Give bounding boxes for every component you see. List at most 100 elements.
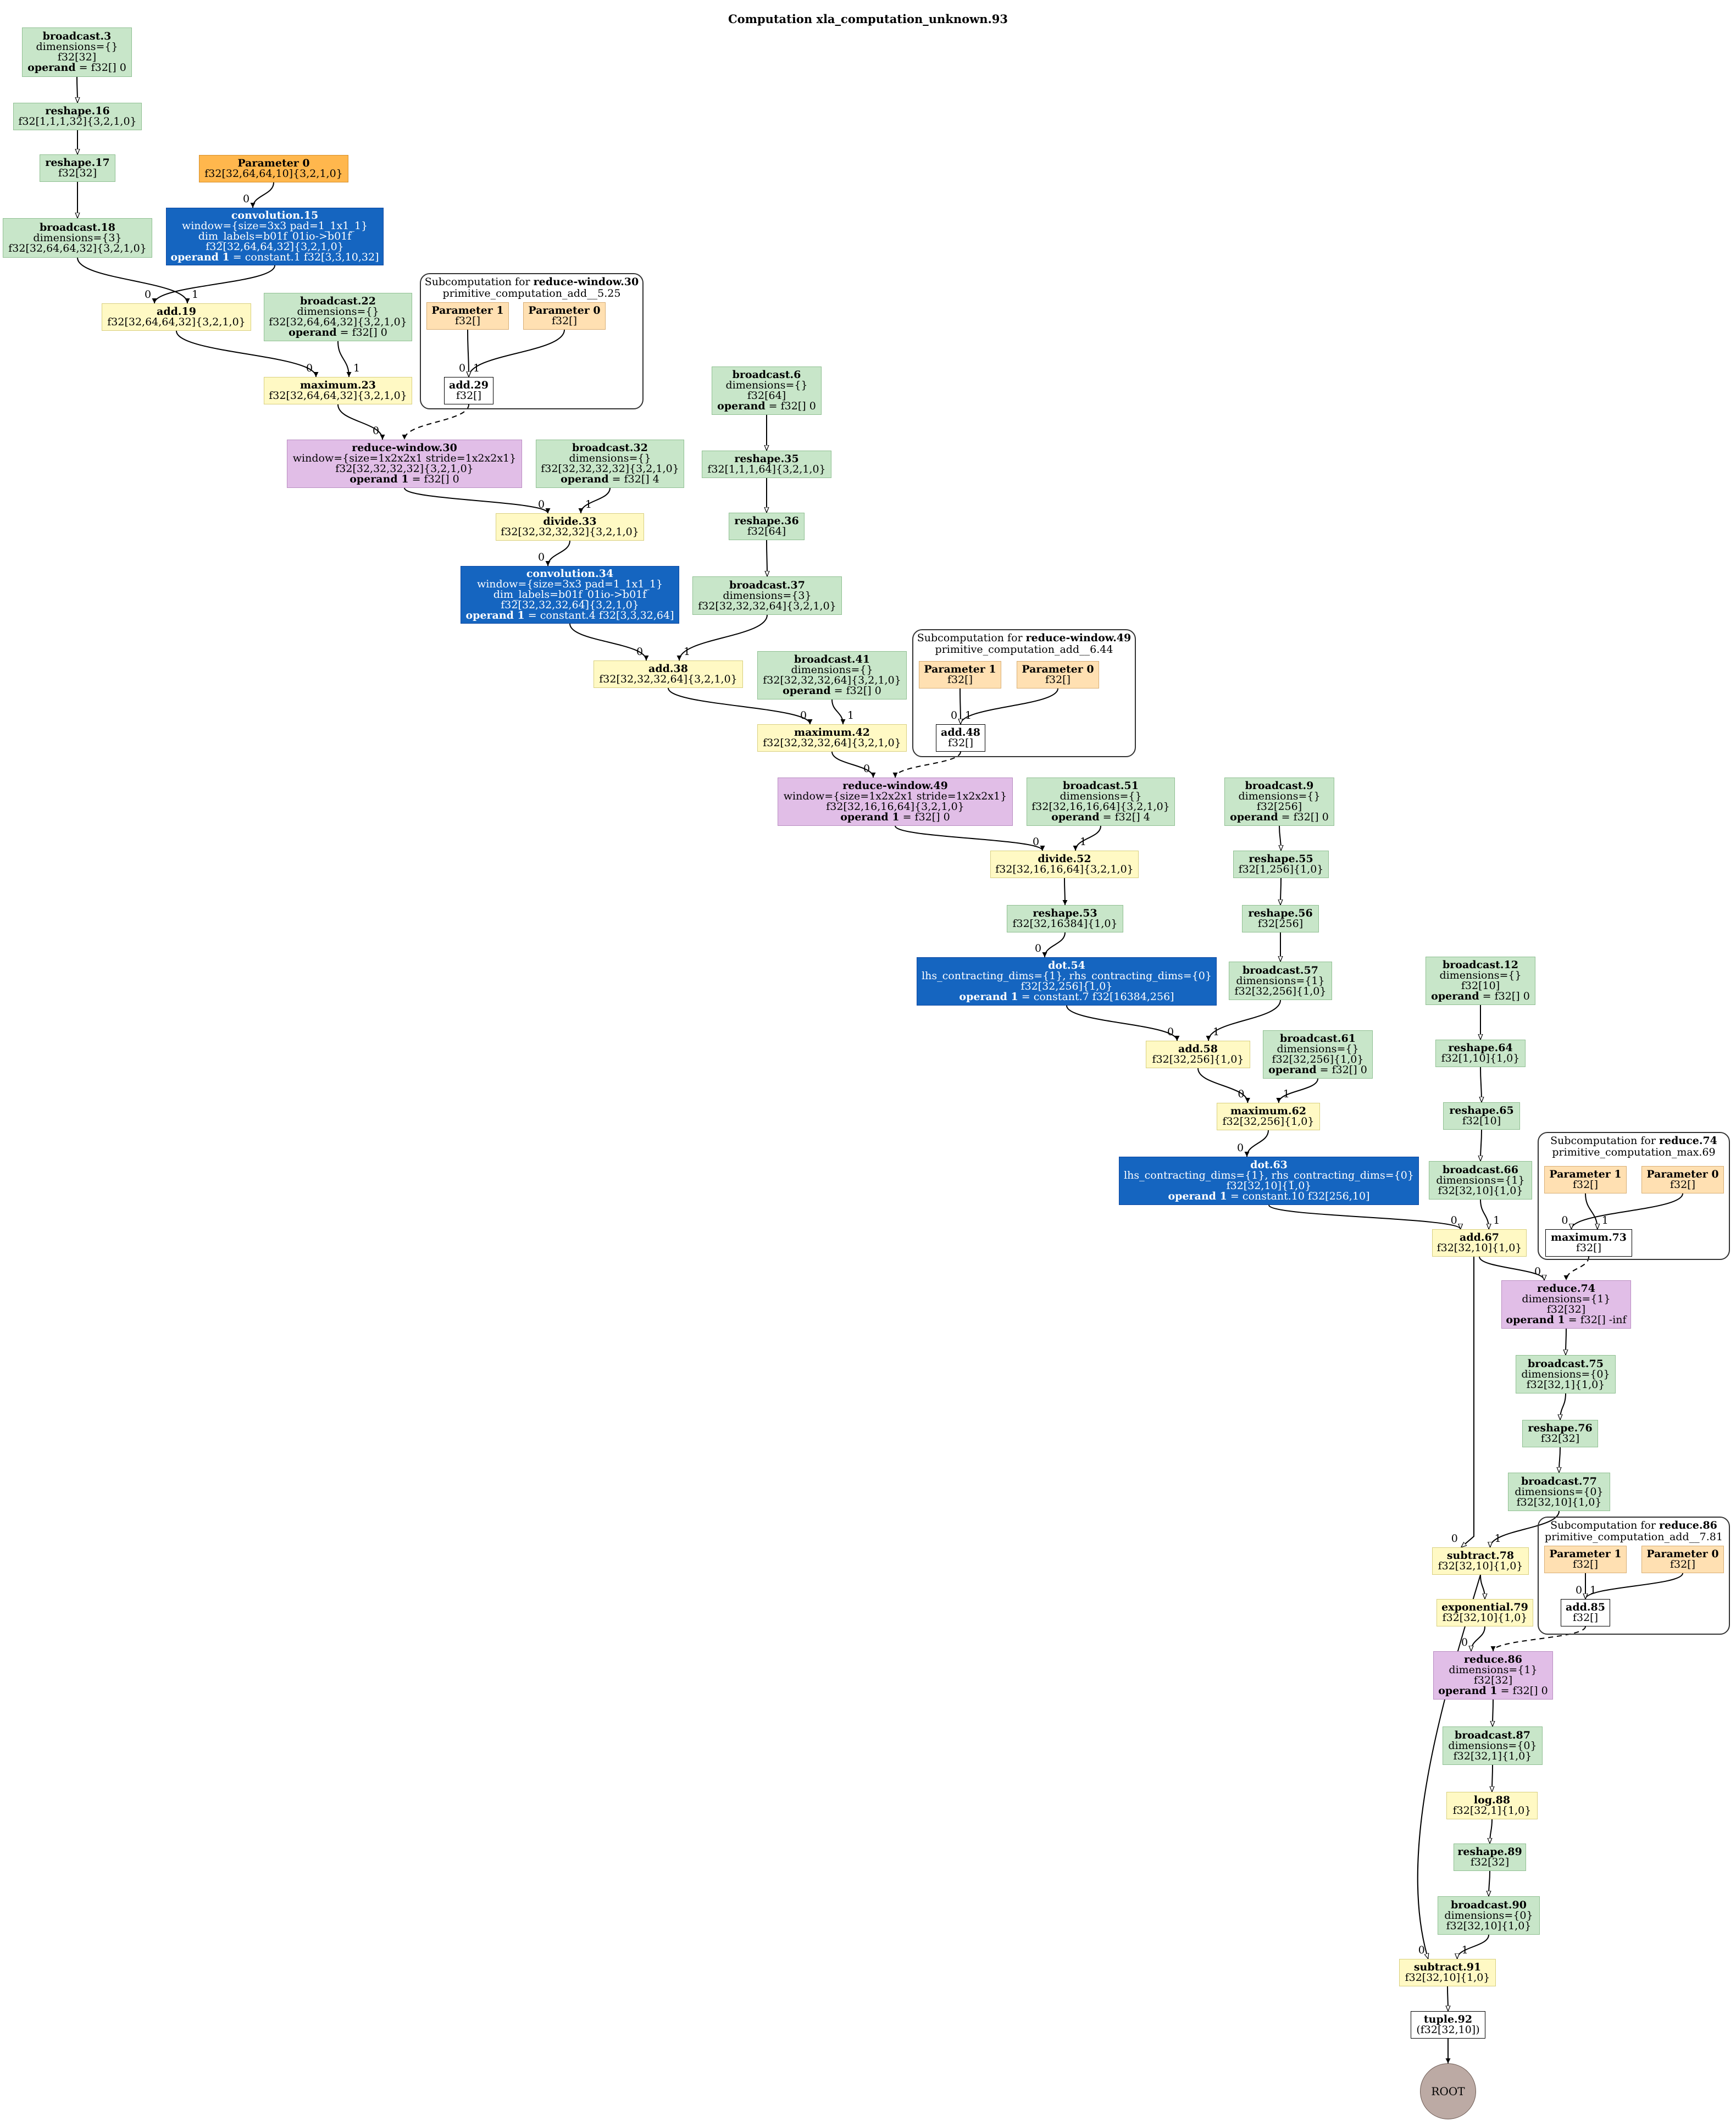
- edge-label: 1: [353, 362, 360, 374]
- cluster-text-line: Subcomputation for reduce.74: [1550, 1135, 1717, 1147]
- edge-reshape53-dot54: [1042, 932, 1066, 958]
- edge-broadcast90-subtract91: [1457, 1934, 1489, 1959]
- edge-label: 0: [1035, 942, 1041, 954]
- node-text-line: broadcast.51: [1063, 780, 1139, 792]
- node-tuple-92[interactable]: tuple.92(f32[32,10]): [1411, 2011, 1485, 2039]
- edge-reshape65-broadcast66: [1480, 1129, 1482, 1161]
- node-text-line: dimensions={1}: [1236, 974, 1325, 987]
- node-text-line: operand = f32[] 0: [717, 400, 816, 412]
- node-text-line: window={size=1x2x2x1 stride=1x2x2x1}: [783, 790, 1007, 802]
- node-text-line: f32[32,32,32,32]{3,2,1,0}: [541, 463, 679, 475]
- edge-add67-subtract78: [1461, 1257, 1474, 1547]
- edge-rw49-divide52: [895, 825, 1045, 851]
- edge-label: 1: [965, 709, 972, 721]
- node-text-line: dimensions={}: [1060, 790, 1142, 802]
- edge-label: 0: [538, 551, 545, 563]
- edge-add48-rw49: [892, 751, 961, 778]
- node-text-line: f32[32,64,64,32]{3,2,1,0}: [8, 242, 147, 254]
- node-text-line: broadcast.6: [732, 369, 801, 381]
- node-text-line: f32[32,10]{1,0}: [1438, 1184, 1523, 1197]
- node-text-line: dim_labels=b01f_01io->b01f: [493, 588, 647, 601]
- node-text-line: f32[32,10]{1,0}: [1405, 1972, 1490, 1984]
- edge-conv15-add19: [152, 265, 275, 304]
- node-text-line: broadcast.66: [1443, 1163, 1518, 1176]
- node-text-line: f32[32,10]{1,0}: [1446, 1919, 1532, 1932]
- node-text-line: broadcast.41: [794, 653, 870, 665]
- node-text-line: f32[1,256]{1,0}: [1238, 863, 1324, 875]
- node-text-line: operand 1 = f32[] -inf: [1506, 1314, 1627, 1326]
- edge-broadcast37-add38: [676, 614, 768, 661]
- node-root[interactable]: ROOT: [1420, 2063, 1476, 2119]
- cluster-text-line: primitive_computation_add__6.44: [935, 643, 1113, 656]
- node-text-line: broadcast.9: [1245, 780, 1314, 792]
- node-text-line: divide.52: [1038, 853, 1091, 865]
- node-text-line: dimensions={}: [569, 452, 651, 464]
- node-text-line: window={size=1x2x2x1 stride=1x2x2x1}: [292, 452, 517, 464]
